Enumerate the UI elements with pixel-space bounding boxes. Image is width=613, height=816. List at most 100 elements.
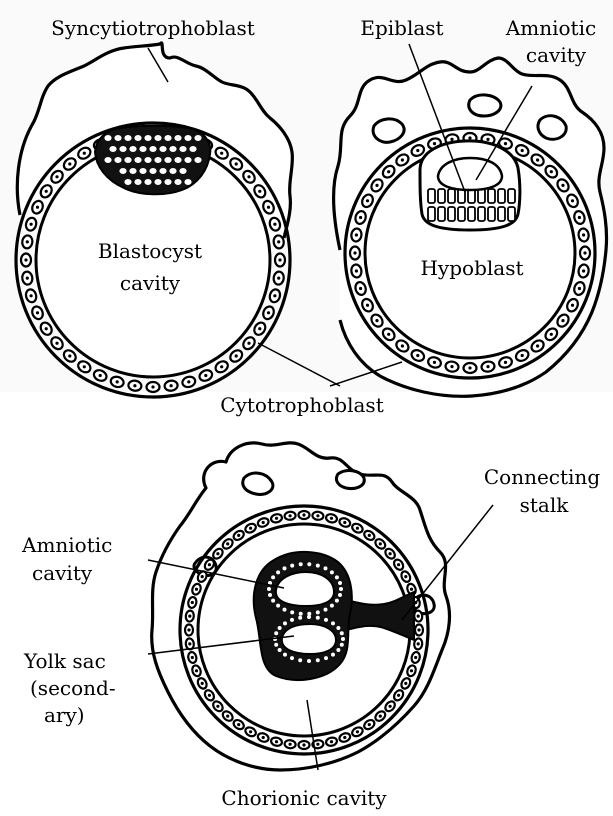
cytotrophoblast-left-nucleus: [187, 380, 190, 383]
inner-cell-mass-cell: [194, 135, 201, 141]
cytotrophoblast-right-nucleus: [387, 333, 390, 336]
yolk-sac-cell: [336, 626, 340, 630]
hypoblast-cell: [428, 207, 435, 221]
inner-cell-mass-cell: [119, 168, 126, 174]
chorion-bottom-nucleus: [195, 669, 198, 672]
chorion-bottom-nucleus: [389, 705, 392, 708]
yolk-sac-cell: [274, 631, 278, 635]
amnion-cell: [290, 610, 294, 614]
chorion-bottom-nucleus: [316, 514, 319, 517]
inner-cell-mass-cell: [174, 179, 181, 185]
label-cytotrophoblast: Cytotrophoblast: [220, 393, 383, 417]
inner-cell-mass-cell: [164, 157, 171, 163]
hypoblast-cell: [498, 207, 505, 221]
chorion-bottom-nucleus: [379, 542, 382, 545]
hypoblast-cell: [468, 207, 475, 221]
cytotrophoblast-left-nucleus: [30, 294, 33, 297]
cytotrophoblast-left-nucleus: [83, 365, 86, 368]
inner-cell-mass-cell: [189, 146, 196, 152]
inner-cell-mass-cell: [169, 146, 176, 152]
cytotrophoblast-right-nucleus: [401, 344, 404, 347]
inner-cell-mass-cell: [174, 135, 181, 141]
hypoblast-cell: [458, 207, 465, 221]
inner-cell-mass-cell: [159, 146, 166, 152]
label-yolk-sac-line1: Yolk sac: [23, 649, 106, 673]
amnion-cell: [338, 581, 342, 585]
chorion-bottom-nucleus: [302, 513, 305, 516]
cytotrophoblast-right-nucleus: [468, 136, 471, 139]
chorion-bottom-nucleus: [201, 575, 204, 578]
amnion-cell: [271, 599, 275, 603]
inner-cell-mass-cell: [149, 168, 156, 174]
cytotrophoblast-left-nucleus: [258, 327, 261, 330]
label-connecting-stalk-line2: stalk: [520, 493, 570, 517]
cytotrophoblast-right-nucleus: [583, 251, 586, 254]
cytotrophoblast-left-nucleus: [235, 162, 238, 165]
inner-cell-mass-cell: [134, 135, 141, 141]
amnion-cell: [276, 604, 280, 608]
inner-cell-mass-cell: [154, 135, 161, 141]
epiblast-cell: [478, 189, 485, 203]
cytotrophoblast-right-nucleus: [571, 304, 574, 307]
amnion-cell: [299, 612, 303, 616]
label-epiblast: Epiblast: [360, 16, 443, 40]
chorion-bottom-nucleus: [191, 601, 194, 604]
label-amniotic-cavity-top-line2: cavity: [526, 43, 587, 67]
cytotrophoblast-right-nucleus: [571, 199, 574, 202]
cytotrophoblast-left-nucleus: [277, 277, 280, 280]
lacuna-1: [373, 119, 404, 142]
amnion-cell: [335, 599, 339, 603]
chorion-bottom-nucleus: [356, 527, 359, 530]
yolk-sac-cell: [283, 653, 287, 657]
amnion-cell: [324, 608, 328, 612]
cytotrophoblast-right-nucleus: [359, 216, 362, 219]
chorion-bottom-nucleus: [330, 740, 333, 743]
cytotrophoblast-left-nucleus: [99, 374, 102, 377]
cytotrophoblast-right-nucleus: [578, 287, 581, 290]
amnion-cell: [268, 593, 272, 597]
hypoblast-cell: [488, 207, 495, 221]
label-syncytiotrophoblast: Syncytiotrophoblast: [51, 16, 255, 40]
cytotrophoblast-right-nucleus: [468, 366, 471, 369]
cytotrophoblast-right-nucleus: [359, 287, 362, 290]
chorion-bottom-nucleus: [417, 642, 420, 645]
inner-cell-mass-cell: [134, 157, 141, 163]
cytotrophoblast-right-nucleus: [578, 216, 581, 219]
label-blastocyst-cavity-line1: Blastocyst: [98, 239, 202, 263]
cytotrophoblast-right-nucleus: [561, 184, 564, 187]
cytotrophoblast-right-nucleus: [366, 304, 369, 307]
cytotrophoblast-left-nucleus: [151, 385, 154, 388]
cytotrophoblast-left-nucleus: [55, 175, 58, 178]
inner-cell-mass-cell: [124, 135, 131, 141]
chorion-bottom-nucleus: [249, 527, 252, 530]
chorion-bottom-nucleus: [414, 656, 417, 659]
inner-cell-mass-cell: [179, 146, 186, 152]
bilaminar-embryo-right: [334, 58, 607, 396]
chorion-bottom-nucleus: [188, 642, 191, 645]
cytotrophoblast-left-nucleus: [45, 327, 48, 330]
inner-cell-mass-cell: [184, 157, 191, 163]
amnion-cell: [324, 566, 328, 570]
inner-cell-mass-cell: [139, 168, 146, 174]
label-yolk-sac-line2: (second-: [30, 676, 116, 700]
amnion-cell: [335, 575, 339, 579]
inner-cell-mass-cell: [124, 179, 131, 185]
yolk-sac-cell: [316, 616, 320, 620]
chorion-bottom-nucleus: [389, 552, 392, 555]
label-amniotic-cavity-bottom-line1: Amniotic: [21, 533, 112, 557]
chorion-bottom-nucleus: [262, 736, 265, 739]
blastocyst-embryo-left: [16, 43, 292, 397]
inner-cell-mass-cell: [164, 179, 171, 185]
chorion-bottom-nucleus: [368, 534, 371, 537]
hypoblast-cell: [438, 207, 445, 221]
amniotic-cavity-top: [438, 158, 502, 190]
chorion-bottom-nucleus: [404, 575, 407, 578]
inner-cell-mass-cell: [144, 179, 151, 185]
hypoblast-cell: [508, 207, 515, 221]
cytotrophoblast-left-nucleus: [170, 384, 173, 387]
cytotrophoblast-right-nucleus: [550, 333, 553, 336]
cytotrophoblast-right-nucleus: [550, 170, 553, 173]
inner-cell-mass-cell: [104, 135, 111, 141]
